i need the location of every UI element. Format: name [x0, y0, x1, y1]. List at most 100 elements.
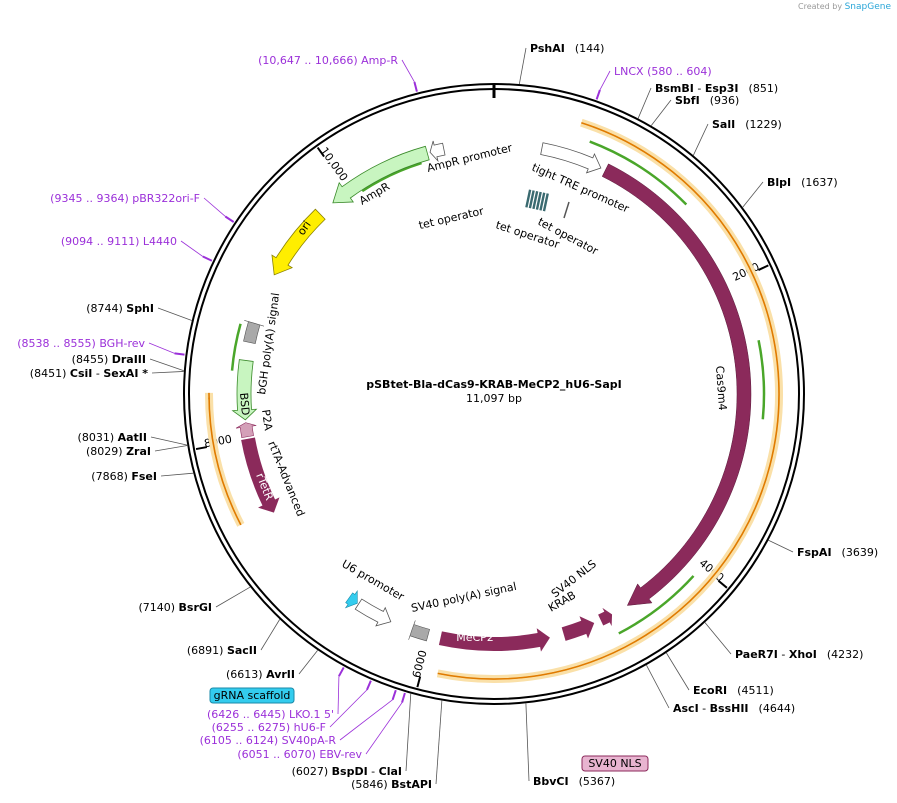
bsd-label: BSD [237, 392, 252, 416]
site-line-18 [151, 371, 184, 374]
site-line-7 [666, 652, 690, 691]
site-line-15 [160, 472, 194, 477]
primer-line-8 [365, 702, 403, 755]
site-name: EcoRI [693, 684, 727, 697]
site-line-14 [215, 586, 251, 608]
site-coord: (5367) [579, 775, 616, 788]
tick-mark-0 [757, 264, 769, 271]
tet-operator-bar-4 [539, 192, 546, 211]
site-line-19 [149, 358, 185, 372]
site-line-2 [650, 99, 672, 126]
primer-label-7: (6105 .. 6124) SV40pA-R [200, 734, 337, 747]
primer-label-0: (10,647 .. 10,666) Amp-R [258, 54, 398, 67]
primer-line-6 [329, 689, 368, 728]
plasmid-name: pSBtet-Bla-dCas9-KRAB-MeCP2_hU6-SapI [366, 378, 621, 391]
tick-mark-4 [316, 147, 325, 158]
grna-scaffold-label: gRNA scaffold [214, 689, 291, 702]
site-coord: (8451) [30, 367, 70, 380]
site-line-6 [704, 622, 732, 655]
primer-label-4: (8538 .. 8555) BGH-rev [17, 337, 145, 350]
site-line-4 [742, 181, 764, 208]
green-arc-1 [757, 339, 766, 420]
site-line-5 [768, 539, 794, 553]
feature-group [231, 140, 752, 652]
credit-brand: SnapGene [844, 2, 891, 12]
site-name2: ClaI [379, 765, 402, 778]
sv40-polya-box [408, 620, 430, 642]
site-name: SbfI [675, 94, 700, 107]
grna-scaffold-arrow [344, 590, 358, 609]
site-sep: - [778, 648, 789, 661]
bsd-arrow [231, 359, 258, 421]
site-coord: (4511) [737, 684, 774, 697]
site-label-15: (7868) FseI [91, 470, 157, 483]
primer-label-2: (9345 .. 9364) pBR322ori-F [50, 192, 200, 205]
primer-line-0 [401, 59, 415, 83]
site-label-2: SbfI (936) [675, 94, 739, 107]
site-name: FspAI [797, 546, 832, 559]
site-label-9: BbvCI(5367) [533, 775, 615, 788]
primer-line-1 [599, 70, 611, 91]
site-label-8: AscI - BssHII(4644) [673, 702, 795, 715]
site-line-20 [157, 307, 192, 321]
site-sep: - [699, 702, 710, 715]
site-coord: (4644) [759, 702, 796, 715]
primer-label-1: LNCX (580 .. 604) [614, 65, 712, 78]
primer-line-7 [339, 699, 393, 741]
primer-tick-6 [366, 680, 372, 691]
site-sep: - [368, 765, 379, 778]
primer-tick-3 [202, 255, 213, 262]
tick-mark-3 [195, 446, 208, 451]
site-coord: (8031) [78, 431, 118, 444]
primer-line-5 [337, 676, 340, 715]
site-coord: (936) [710, 94, 740, 107]
site-label-3: SalI(1229) [712, 118, 782, 131]
site-line-12 [298, 649, 319, 675]
green-arc-3 [230, 323, 242, 371]
site-lines [148, 47, 794, 785]
site-coord: (8744) [86, 302, 126, 315]
site-line-3 [693, 123, 709, 156]
site-name2: Esp3I [705, 82, 739, 95]
site-name: AvrII [266, 668, 295, 681]
tet-operator-bar-1 [528, 190, 535, 209]
site-line-1 [637, 87, 652, 119]
primer-tick-0 [413, 81, 418, 92]
tet-operator-bar-5 [542, 193, 549, 212]
site-coord: (8029) [86, 445, 126, 458]
bgh-polya-label: bGH poly(A) signal [255, 292, 282, 396]
site-coord: (1229) [745, 118, 782, 131]
primer-tick-7 [391, 689, 397, 700]
tet-operator-bar-3 [535, 191, 542, 210]
sv40-polya-label: SV40 poly(A) signal [410, 580, 518, 615]
site-name: BspDI [332, 765, 368, 778]
tick-label-4: 10,000 [317, 145, 350, 184]
plasmid-size: 11,097 bp [466, 392, 522, 405]
site-name2: XhoI [789, 648, 817, 661]
tet-operator-bar-2 [532, 190, 539, 210]
primer-line-2 [203, 197, 226, 217]
primer-tick-5 [338, 666, 345, 677]
credit-prefix: Created by [798, 2, 843, 11]
site-name: PaeR7I [735, 648, 778, 661]
site-name: BsrGI [179, 601, 212, 614]
site-name: AscI [673, 702, 699, 715]
sv40-nls-box [581, 755, 649, 772]
primer-label-3: (9094 .. 9111) L4440 [61, 235, 177, 248]
site-label-19: (8455) DraIII [72, 353, 146, 366]
site-line-11 [405, 693, 412, 772]
site-label-16: (8029) ZraI [86, 445, 151, 458]
tet-operator-label-1: tet operator [417, 204, 485, 232]
site-line-10 [435, 700, 443, 785]
site-name: CsiI [70, 367, 92, 380]
site-name: ZraI [126, 445, 151, 458]
primer-tick-1 [595, 89, 601, 100]
primer-label-8: (6051 .. 6070) EBV-rev [237, 748, 362, 761]
site-line-9 [525, 703, 530, 782]
site-label-13: (6891) SacII [187, 644, 257, 657]
site-coord: (6613) [226, 668, 266, 681]
ori-arrow [271, 208, 326, 276]
green-arc-4 [361, 161, 422, 193]
site-line-0 [518, 47, 527, 85]
